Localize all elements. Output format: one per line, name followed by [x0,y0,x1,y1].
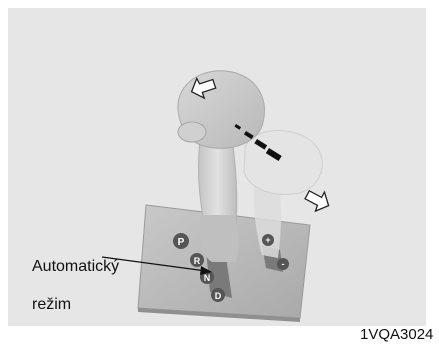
callout-label: Automatický režim [32,238,119,333]
gate-badge-p: P [173,233,189,249]
svg-text:P: P [178,237,185,248]
gate-badge-r: R [190,253,204,267]
gate-badge-d: D [211,288,225,302]
knob-button [178,122,206,142]
svg-text:+: + [265,235,270,245]
ghost-knob [244,131,322,195]
lever-boot [200,215,239,262]
manual-minus-mark: - [277,258,289,270]
callout-line-2: režim [32,295,119,314]
svg-text:D: D [215,291,222,301]
svg-text:-: - [282,259,285,269]
svg-text:N: N [204,273,211,283]
manual-plus-mark: + [262,234,274,246]
callout-line-1: Automatický [32,257,119,276]
svg-text:R: R [194,256,201,266]
figure-code: 1VQA3024 [360,326,433,344]
